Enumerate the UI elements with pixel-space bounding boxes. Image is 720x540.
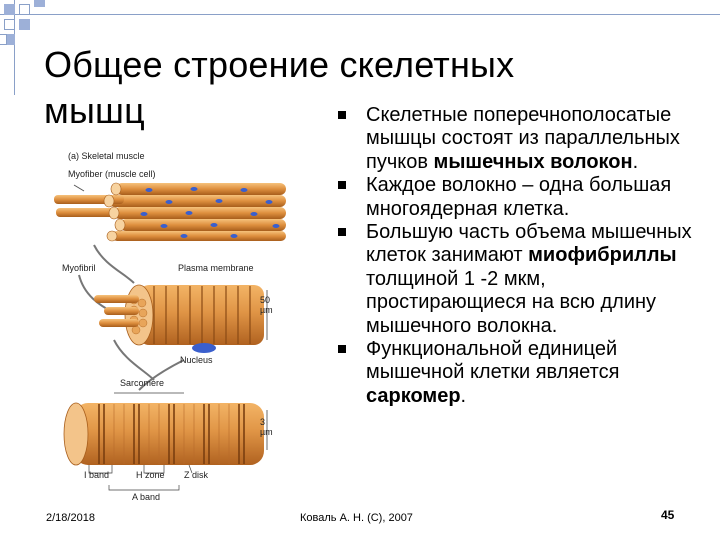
figure-label-myofibril: Myofibril bbox=[62, 263, 96, 273]
decorative-vertical-line bbox=[14, 0, 15, 95]
bullet-item: Функциональной единицей мышечной клетки … bbox=[336, 338, 706, 408]
decorative-square bbox=[0, 34, 7, 45]
figure-label-nucleus: Nucleus bbox=[180, 355, 213, 365]
bullet-list: Скелетные поперечнополосатые мышцы состо… bbox=[336, 104, 706, 408]
figure-label-a-band: A band bbox=[132, 492, 161, 502]
muscle-fiber-bundle bbox=[54, 182, 286, 242]
bullet-text: . bbox=[460, 384, 467, 407]
bullet-square-icon bbox=[338, 228, 346, 237]
bullet-square-icon bbox=[338, 111, 346, 119]
muscle-fiber-detail bbox=[94, 284, 268, 353]
slide-title: Общее строение скелетных мышц bbox=[44, 42, 514, 134]
bullet-text: Скелетные поперечнополосатые мышцы состо… bbox=[366, 104, 680, 173]
figure-label-plasma-membrane: Plasma membrane bbox=[178, 263, 254, 273]
decorative-square bbox=[19, 4, 30, 15]
decorative-square bbox=[4, 4, 15, 15]
bullet-bold-text: мышечных волокон bbox=[433, 150, 633, 173]
bullet-text: толщиной 1 -2 мкм, простирающиеся на всю… bbox=[366, 267, 657, 337]
footer-date: 2/18/2018 bbox=[46, 512, 95, 524]
figure-label-scale-50: 50 µm bbox=[260, 295, 273, 315]
bullet-text: Функциональной единицей мышечной клетки … bbox=[366, 338, 620, 384]
figure-label-sarcomere: Sarcomere bbox=[120, 378, 165, 388]
decorative-horizontal-line bbox=[0, 14, 720, 15]
figure-label-scale-3: 3 µm bbox=[260, 417, 273, 437]
figure-label-fiber: Myofiber (muscle cell) bbox=[68, 169, 156, 179]
bullet-text: Большую часть объема мышечных клеток зан… bbox=[366, 221, 692, 267]
bullet-square-icon bbox=[338, 345, 346, 354]
slide-title-line2: мышц bbox=[44, 90, 145, 131]
page-number: 45 bbox=[661, 508, 675, 522]
figure-label-h-zone: H zone bbox=[136, 470, 165, 480]
decorative-square bbox=[19, 19, 30, 30]
bullet-item: Каждое волокно – одна большая многоядерн… bbox=[336, 174, 706, 221]
bullet-square-icon bbox=[338, 181, 346, 190]
muscle-illustration bbox=[54, 182, 286, 491]
myofibril-sarcomere bbox=[63, 392, 268, 491]
bullet-bold-text: саркомер bbox=[366, 384, 461, 407]
bullet-bold-text: миофибриллы bbox=[528, 244, 677, 267]
figure-label-a: (a) Skeletal muscle bbox=[68, 151, 145, 161]
muscle-structure-figure: (a) Skeletal muscle Myofiber (muscle cel… bbox=[54, 145, 289, 505]
figure-label-i-band: I band bbox=[84, 470, 110, 480]
bullet-item: Скелетные поперечнополосатые мышцы состо… bbox=[336, 104, 706, 174]
bullet-text: . bbox=[632, 150, 639, 173]
bullet-text: Каждое волокно – одна большая многоядерн… bbox=[366, 174, 672, 220]
slide-title-line1: Общее строение скелетных bbox=[44, 44, 515, 85]
bullet-item: Большую часть объема мышечных клеток зан… bbox=[336, 221, 706, 338]
footer-author: Коваль А. Н. (С), 2007 bbox=[300, 512, 413, 524]
decorative-square bbox=[34, 0, 45, 7]
decorative-square bbox=[4, 19, 15, 30]
figure-label-z-disk: Z disk bbox=[184, 470, 209, 480]
